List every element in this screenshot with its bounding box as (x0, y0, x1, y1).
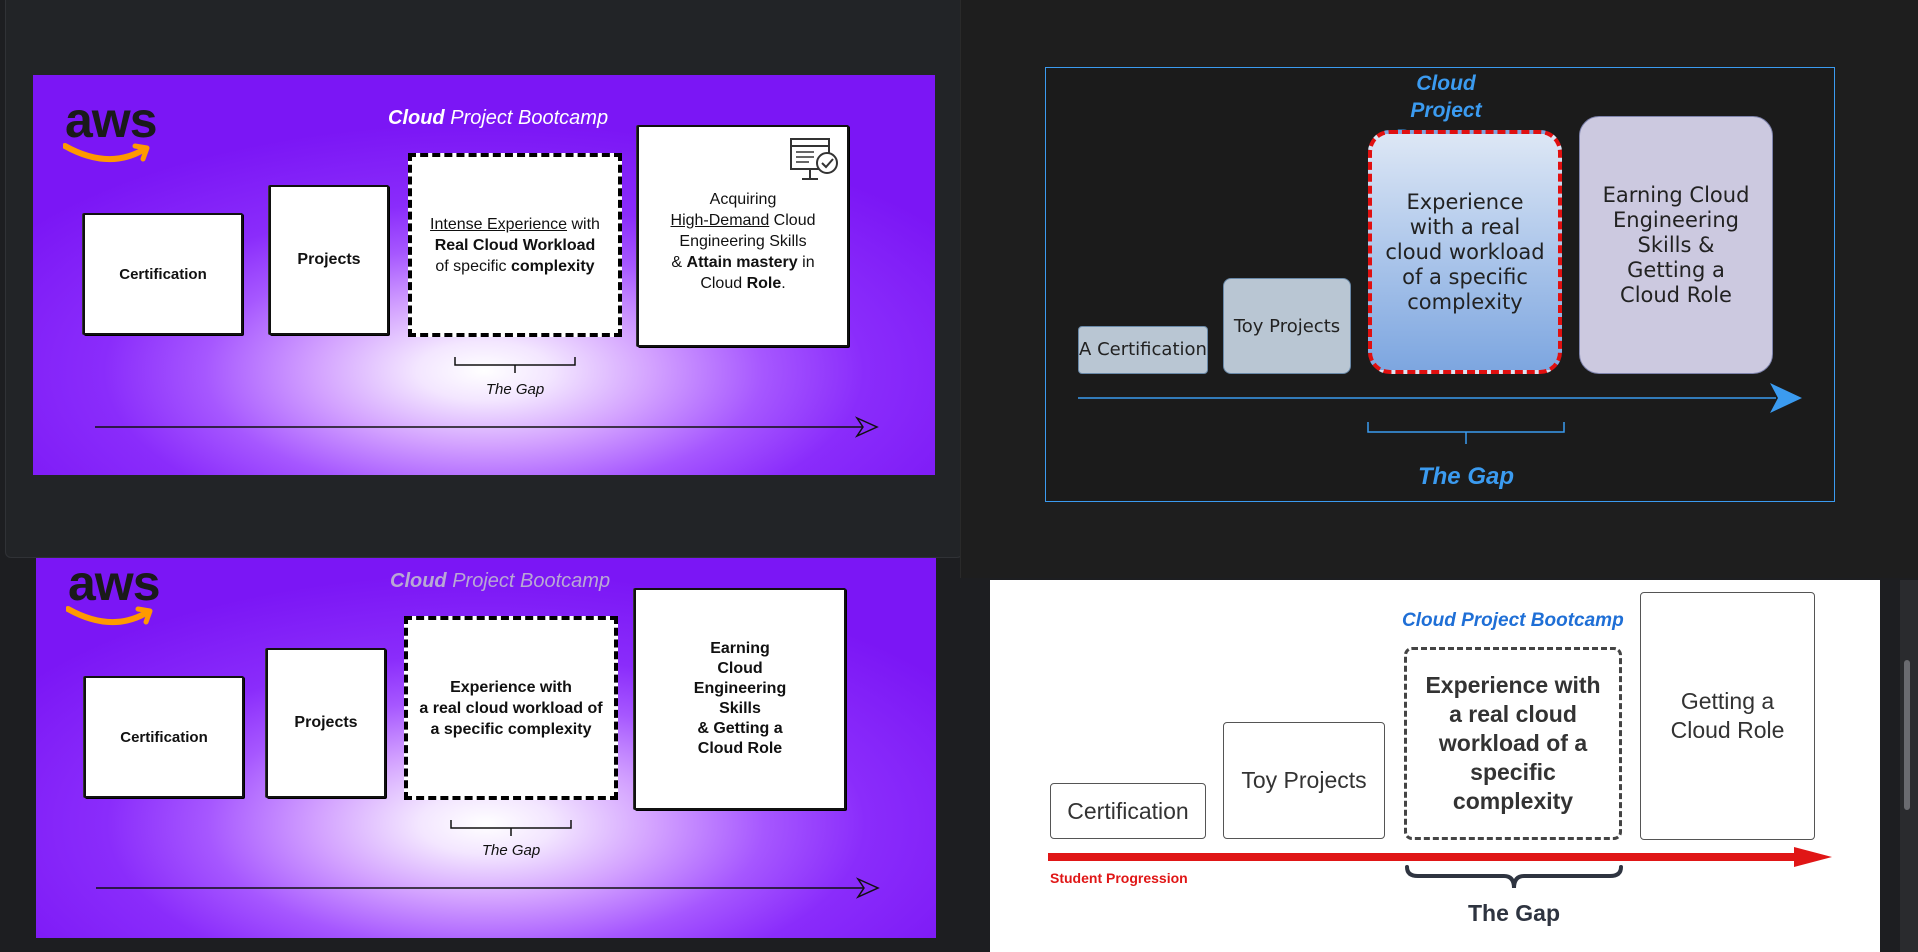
window-slide-2[interactable]: Cloud Project Bootcamp A Certification T… (960, 0, 1918, 578)
box-projects: Projects (269, 185, 389, 335)
box-toy-projects-label: Toy Projects (1233, 315, 1341, 337)
gap-brace (454, 357, 576, 373)
right-line5-b: Role (746, 274, 782, 292)
slide-3-title: Cloud Project Bootcamp (390, 570, 610, 593)
box-earning-skills: Earning Cloud Engineering Skills & Getti… (1579, 116, 1773, 374)
box-experience-4: Experience with a real cloud workload of… (1404, 647, 1622, 840)
right-line5-a: Cloud (700, 274, 747, 292)
box-toy-projects: Toy Projects (1223, 278, 1351, 374)
box-a-certification-label: A Certification (1079, 339, 1207, 360)
right-line4-c: in (797, 253, 815, 271)
gap-brace-2 (450, 820, 572, 836)
gap-label-blue: The Gap (1417, 463, 1514, 490)
right-2-line2: Cloud (717, 660, 763, 677)
right-2-line6: Cloud Role (697, 740, 783, 757)
box-experience-label: Experience with a real cloud workload of… (1385, 189, 1545, 314)
gap-brace-blue (1367, 422, 1565, 444)
slide-3-canvas[interactable]: aws Cloud Project Bootcamp Certification… (36, 558, 936, 938)
box-certification-4: Certification (1050, 783, 1206, 839)
gap-line1-u: Intense Experience (430, 215, 568, 233)
box-toy-projects-4-label: Toy Projects (1241, 767, 1367, 793)
gap-2-line1: Experience with (450, 678, 572, 696)
gap-2-line2: a real cloud workload of (419, 699, 603, 717)
progression-arrow-2 (96, 877, 880, 899)
student-progression-label: Student Progression (1050, 870, 1188, 886)
box-a-certification: A Certification (1078, 326, 1208, 374)
window-slide-4[interactable]: Cloud Project Bootcamp Certification Toy… (990, 580, 1880, 952)
gap-line1-rest: with (567, 215, 600, 233)
right-line4-b: Attain mastery (686, 253, 798, 271)
aws-logo-text: aws (65, 92, 158, 148)
box-certification-2-label: Certification (120, 728, 208, 746)
browser-checkmark-icon (790, 138, 838, 180)
right-line2-rest: Cloud (769, 211, 816, 229)
box-gap-2: Experience with a real cloud workload of… (404, 616, 618, 800)
right-line5-c: . (781, 274, 786, 292)
box-projects-2: Projects (266, 648, 386, 798)
gap-line3-a: of specific (435, 257, 511, 275)
box-earning-skills-label: Earning Cloud Engineering Skills & Getti… (1602, 182, 1750, 307)
gap-label-4: The Gap (1467, 900, 1560, 926)
gap-line3-b: complexity (510, 257, 595, 275)
right-2-line4: Skills (719, 700, 761, 717)
title-bold-2: Cloud (390, 570, 447, 592)
gap-label: The Gap (485, 381, 545, 398)
right-line2-u: High-Demand (670, 211, 770, 229)
gap-2-line3: a specific complexity (430, 720, 592, 738)
box-right-goal: Acquiring High-Demand Cloud Engineering … (637, 125, 849, 347)
right-2-line5: & Getting a (697, 720, 783, 737)
box-certification-label: Certification (119, 265, 207, 283)
window-slide-1[interactable]: aws Cloud Project Bootcamp Certification… (5, 0, 963, 558)
box-gap: Intense Experience with Real Cloud Workl… (408, 153, 622, 337)
title-rest-2: Project Bootcamp (446, 570, 611, 592)
box-certification-2: Certification (84, 676, 244, 798)
slide-1-canvas: aws Cloud Project Bootcamp Certification… (33, 75, 935, 475)
right-2-line1: Earning (710, 640, 770, 657)
box-experience: Experience with a real cloud workload of… (1368, 130, 1562, 374)
blue-progression-arrow (1078, 383, 1802, 413)
title-rest: Project Bootcamp (444, 107, 609, 129)
box-cloud-role-4: Getting a Cloud Role (1640, 592, 1815, 840)
scrollbar-thumb[interactable] (1904, 660, 1910, 810)
box-certification-4-label: Certification (1067, 797, 1189, 824)
box-cloud-role-4-label: Getting a Cloud Role (1670, 688, 1785, 743)
gap-label-2: The Gap (481, 842, 541, 859)
right-line3: Engineering Skills (679, 232, 807, 250)
red-progression-arrow (1048, 847, 1832, 867)
box-projects-2-label: Projects (294, 714, 358, 731)
gap-brace-4 (1405, 865, 1623, 889)
box-right-goal-2: Earning Cloud Engineering Skills & Getti… (634, 588, 846, 810)
box-projects-label: Projects (297, 251, 361, 268)
box-toy-projects-4: Toy Projects (1223, 722, 1385, 839)
title-bold: Cloud (388, 107, 445, 129)
aws-logo-text-2: aws (68, 558, 161, 611)
box-certification: Certification (83, 213, 243, 335)
aws-smile-icon (63, 143, 150, 162)
slide-1-title: Cloud Project Bootcamp (388, 107, 608, 130)
box-experience-4-label: Experience with a real cloud workload of… (1425, 672, 1601, 814)
right-line4-a: & (671, 253, 687, 271)
slide-2-frame: Cloud Project Bootcamp A Certification T… (1045, 67, 1835, 502)
slide-4-title: Cloud Project Bootcamp (1402, 610, 1624, 631)
progression-arrow (95, 416, 879, 438)
right-2-line3: Engineering (693, 680, 787, 697)
right-line1: Acquiring (709, 190, 777, 208)
aws-smile-icon-2 (66, 606, 153, 625)
gap-line2: Real Cloud Workload (434, 236, 596, 254)
